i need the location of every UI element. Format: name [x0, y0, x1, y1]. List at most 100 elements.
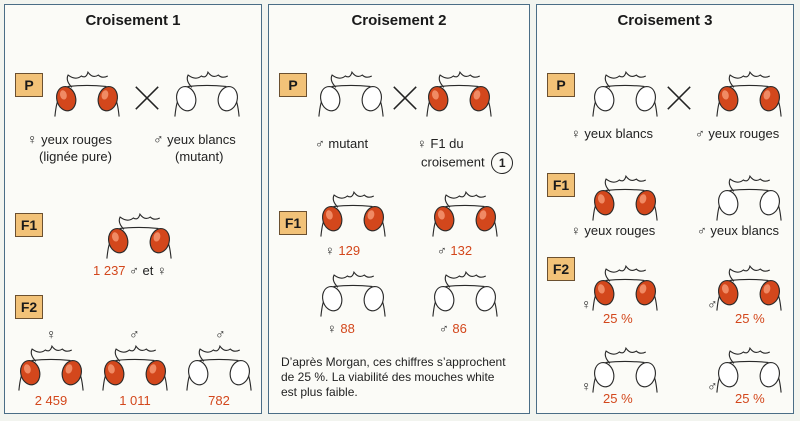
f2-sex-symbol: ♀ — [581, 296, 592, 312]
male-symbol: ♂ — [439, 321, 449, 336]
female-symbol: ♀ — [327, 321, 337, 336]
cross-reference-badge: 1 — [491, 152, 514, 174]
f2-sex-symbol: ♂ — [215, 326, 226, 342]
fly-red-eyes-icon — [715, 69, 783, 117]
panel-title: Croisement 1 — [85, 12, 181, 29]
female-symbol: ♀ — [571, 126, 581, 141]
conjunction: et — [142, 263, 154, 278]
fly-white-eyes-icon — [591, 345, 659, 393]
p-female-label: ♀ F1 du — [417, 136, 464, 151]
f2-sex-symbol: ♂ — [707, 378, 718, 394]
generation-label-p: P — [547, 73, 575, 97]
generation-label-f1: F1 — [279, 211, 307, 235]
f1-count: 1 237 — [93, 263, 126, 278]
f1-result: ♀ 88 — [327, 321, 355, 336]
panel-title: Croisement 2 — [351, 12, 447, 29]
male-symbol: ♂ — [315, 136, 325, 151]
note-line: est plus faible. — [281, 385, 358, 399]
f2-percent: 25 % — [735, 311, 765, 326]
fly-red-eyes-icon — [53, 69, 121, 117]
note-line: de 25 %. La viabilité des mouches white — [281, 370, 495, 384]
female-origin-cross: croisement — [421, 154, 485, 170]
f2-count: 1 011 — [119, 393, 151, 408]
cross-icon — [665, 84, 693, 112]
cross-icon — [391, 84, 419, 112]
male-symbol: ♂ — [437, 243, 447, 258]
fly-red-eyes-icon — [431, 189, 499, 237]
female-phenotype: yeux rouges — [41, 132, 112, 147]
f1-result: ♂ 86 — [439, 321, 467, 336]
panel-title: Croisement 3 — [617, 12, 713, 29]
p-female-sublabel: (lignée pure) — [39, 149, 112, 164]
fly-red-eyes-icon — [105, 211, 173, 259]
p-male-label: ♂ yeux rouges — [695, 126, 779, 141]
f2-percent: 25 % — [603, 391, 633, 406]
fly-red-eyes-icon — [17, 343, 85, 391]
f1-count: 129 — [338, 243, 361, 258]
f2-sex-symbol: ♀ — [581, 378, 592, 394]
fly-red-eyes-icon — [101, 343, 169, 391]
male-phenotype: mutant — [328, 136, 369, 151]
f2-count: 782 — [208, 393, 230, 408]
f1-female-label: ♀ yeux rouges — [571, 223, 655, 238]
fly-red-eyes-icon — [715, 263, 783, 311]
f1-male-label: ♂ yeux blancs — [697, 223, 779, 238]
note-text: D’après Morgan, ces chiffres s’approchen… — [281, 355, 506, 400]
male-phenotype: yeux blancs — [710, 223, 780, 238]
f2-sex-symbol: ♀ — [46, 326, 57, 342]
fly-white-eyes-icon — [317, 69, 385, 117]
f2-sex-symbol: ♂ — [707, 296, 718, 312]
generation-label-f1: F1 — [547, 173, 575, 197]
female-origin: F1 du — [430, 136, 464, 151]
male-symbol: ♂ — [153, 131, 164, 147]
f2-percent: 25 % — [603, 311, 633, 326]
panel-croisement-3: Croisement 3 P ♀ yeux blancs ♂ yeux roug… — [536, 4, 794, 414]
fly-red-eyes-icon — [425, 69, 493, 117]
f2-count: 2 459 — [34, 393, 68, 408]
female-symbol: ♀ — [157, 263, 167, 278]
fly-white-eyes-icon — [591, 69, 659, 117]
f1-result: ♀ 129 — [325, 243, 360, 258]
p-female-label: ♀ yeux blancs — [571, 126, 653, 141]
fly-white-eyes-icon — [715, 173, 783, 221]
panel-croisement-1: Croisement 1 P ♀ yeux rouges (lignée pur… — [4, 4, 262, 414]
female-symbol: ♀ — [417, 136, 427, 151]
generation-label-f2: F2 — [547, 257, 575, 281]
generation-label-f2: F2 — [15, 295, 43, 319]
f1-result: 1 237 ♂ et ♀ — [93, 263, 167, 278]
p-male-label: ♂ mutant — [315, 136, 368, 151]
f2-percent: 25 % — [735, 391, 765, 406]
panel-croisement-2: Croisement 2 P ♂ mutant ♀ F1 du croiseme… — [268, 4, 530, 414]
fly-white-eyes-icon — [173, 69, 241, 117]
note-line: D’après Morgan, ces chiffres s’approchen… — [281, 355, 506, 369]
fly-red-eyes-icon — [591, 173, 659, 221]
female-symbol: ♀ — [571, 223, 581, 238]
p-female-label: ♀ yeux rouges — [27, 132, 112, 147]
f2-sex-symbol: ♂ — [129, 326, 140, 342]
fly-white-eyes-icon — [715, 345, 783, 393]
male-symbol: ♂ — [129, 263, 139, 278]
cross-icon — [133, 84, 161, 112]
female-symbol: ♀ — [27, 131, 38, 147]
fly-white-eyes-icon — [431, 269, 499, 317]
f1-count: 86 — [452, 321, 467, 336]
generation-label-p: P — [279, 73, 307, 97]
generation-label-p: P — [15, 73, 43, 97]
f1-count: 88 — [340, 321, 355, 336]
female-phenotype: yeux blancs — [584, 126, 654, 141]
fly-white-eyes-icon — [185, 343, 253, 391]
male-phenotype: yeux blancs — [167, 132, 236, 147]
male-symbol: ♂ — [695, 126, 705, 141]
p-female-sublabel: croisement 1 — [421, 152, 514, 174]
generation-label-f1: F1 — [15, 213, 43, 237]
p-male-label: ♂ yeux blancs — [153, 132, 236, 147]
f1-result: ♂ 132 — [437, 243, 472, 258]
male-phenotype: yeux rouges — [708, 126, 780, 141]
female-phenotype: yeux rouges — [584, 223, 656, 238]
fly-red-eyes-icon — [319, 189, 387, 237]
fly-white-eyes-icon — [319, 269, 387, 317]
fly-red-eyes-icon — [591, 263, 659, 311]
f1-count: 132 — [450, 243, 473, 258]
p-male-sublabel: (mutant) — [175, 149, 224, 164]
male-symbol: ♂ — [697, 223, 707, 238]
